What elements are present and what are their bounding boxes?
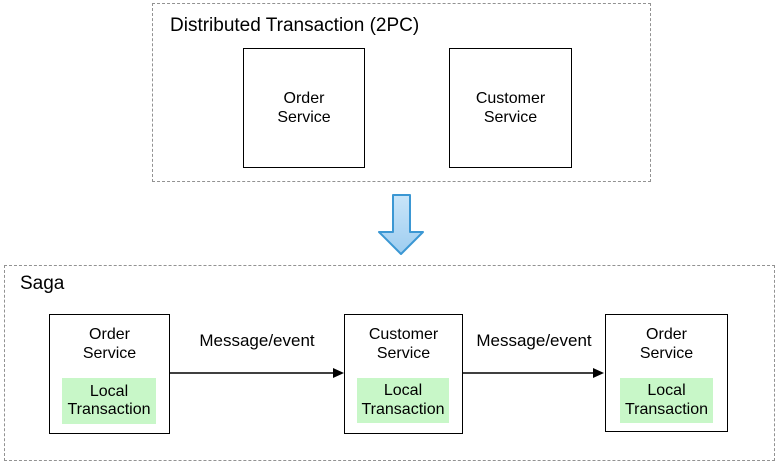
node-label: Order Service <box>82 326 137 363</box>
arrow-right-icon <box>170 368 344 378</box>
group-saga: Saga Order Service Local Transaction Cus… <box>4 265 775 461</box>
group-title-2pc: Distributed Transaction (2PC) <box>170 15 420 36</box>
node-saga-customer-service: Customer Service Local Transaction <box>344 314 463 434</box>
node-saga-order-service-1: Order Service Local Transaction <box>49 314 170 434</box>
node-2pc-customer-service: Customer Service <box>449 48 572 168</box>
node-2pc-order-service: Order Service <box>243 48 365 168</box>
node-label: Customer Service <box>475 89 546 126</box>
node-label: Customer Service <box>368 326 439 363</box>
group-distributed-transaction-2pc: Distributed Transaction (2PC) Order Serv… <box>152 3 651 182</box>
arrow-right-icon <box>463 368 604 378</box>
edge-label-message-event-2: Message/event <box>476 331 592 350</box>
node-saga-order-service-2: Order Service Local Transaction <box>605 314 728 432</box>
edge-label-message-event-1: Message/event <box>199 331 315 350</box>
node-label: Order Service <box>277 89 331 126</box>
node-label: Order Service <box>639 326 694 363</box>
local-transaction-box: Local Transaction <box>62 378 156 424</box>
local-transaction-box: Local Transaction <box>620 378 713 423</box>
local-transaction-box: Local Transaction <box>357 378 449 423</box>
group-title-saga: Saga <box>20 273 65 294</box>
down-arrow-icon <box>378 194 424 255</box>
